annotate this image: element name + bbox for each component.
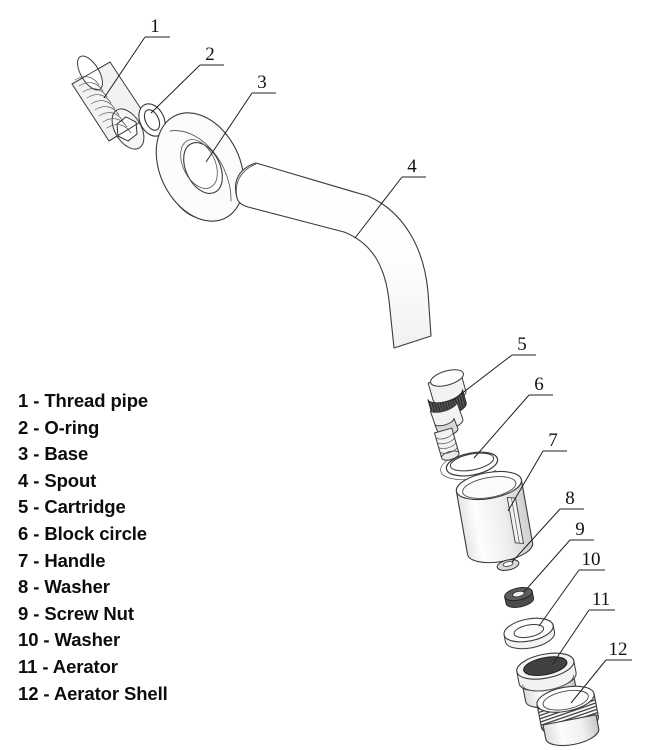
legend-item-7: 7 - Handle bbox=[18, 549, 106, 571]
callout-number-9: 9 bbox=[575, 519, 585, 540]
parts-legend: 1 - Thread pipe 2 - O-ring 3 - Base 4 - … bbox=[18, 388, 318, 707]
callout-numbers: 1 2 3 4 5 6 7 8 9 10 11 12 bbox=[150, 16, 627, 660]
callout-number-3: 3 bbox=[257, 72, 267, 93]
legend-item-5: 5 - Cartridge bbox=[18, 496, 126, 518]
part-spout bbox=[235, 162, 432, 349]
part-thread-pipe bbox=[71, 55, 148, 150]
callout-number-1: 1 bbox=[150, 16, 160, 37]
part-cartridge bbox=[427, 369, 467, 461]
legend-item-10: 10 - Washer bbox=[18, 629, 121, 651]
callout-number-11: 11 bbox=[592, 589, 610, 610]
callout-number-4: 4 bbox=[407, 156, 417, 177]
legend-item-8: 8 - Washer bbox=[18, 576, 110, 598]
part-washer-8 bbox=[496, 559, 520, 571]
legend-item-3: 3 - Base bbox=[18, 443, 89, 465]
part-aerator-shell bbox=[536, 685, 600, 747]
legend-item-4: 4 - Spout bbox=[18, 469, 97, 491]
callout-number-2: 2 bbox=[205, 44, 215, 65]
callout-number-7: 7 bbox=[548, 430, 558, 451]
callout-number-6: 6 bbox=[534, 374, 544, 395]
legend-item-2: 2 - O-ring bbox=[18, 416, 100, 438]
callout-number-5: 5 bbox=[517, 334, 527, 355]
callout-number-10: 10 bbox=[582, 549, 601, 570]
thread-pipe-hex-socket bbox=[116, 116, 138, 142]
legend-item-6: 6 - Block circle bbox=[18, 522, 147, 544]
part-base bbox=[155, 112, 245, 222]
part-o-ring bbox=[138, 103, 166, 137]
legend-item-1: 1 - Thread pipe bbox=[18, 390, 149, 411]
cartridge-top-face bbox=[430, 369, 464, 387]
aerator-mesh-screen bbox=[523, 656, 568, 677]
callout-leader-lines bbox=[103, 36, 632, 704]
part-handle bbox=[455, 470, 534, 564]
spout-body bbox=[235, 162, 432, 349]
part-screw-nut bbox=[504, 587, 535, 608]
thread-pipe-threads bbox=[74, 76, 132, 134]
legend-item-12: 12 - Aerator Shell bbox=[18, 682, 168, 704]
part-washer-10 bbox=[503, 617, 556, 650]
handle-bore bbox=[462, 476, 517, 499]
legend-item-11: 11 - Aerator bbox=[18, 655, 118, 677]
callout-number-12: 12 bbox=[609, 639, 628, 660]
callout-number-8: 8 bbox=[565, 488, 575, 509]
legend-item-9: 9 - Screw Nut bbox=[18, 602, 134, 624]
